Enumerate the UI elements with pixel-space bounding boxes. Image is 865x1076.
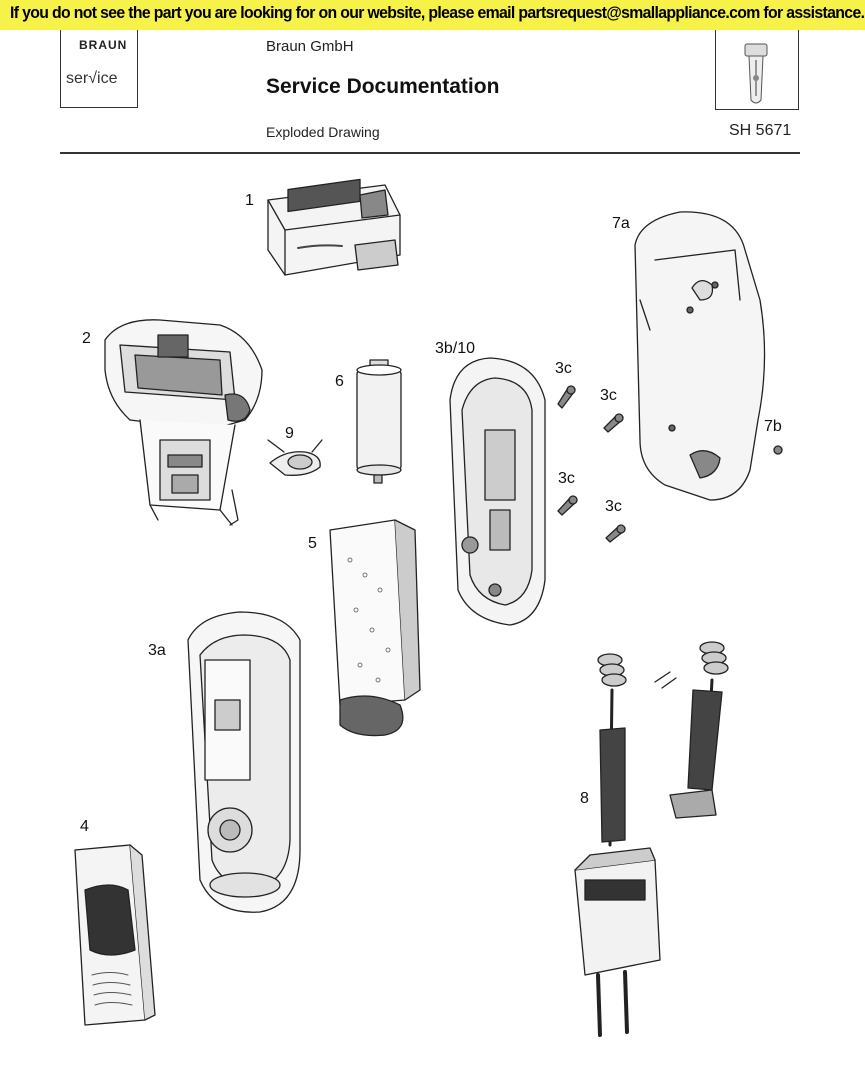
front-housing — [187, 611, 301, 913]
company-name: Braun GmbH — [266, 38, 354, 55]
product-thumbnail — [715, 30, 799, 110]
part-label-3c-a: 3c — [555, 360, 572, 377]
part-label-3a: 3a — [148, 642, 166, 659]
charger-cord — [574, 641, 729, 1037]
part-label-3c-d: 3c — [605, 498, 622, 515]
part-label-7a: 7a — [612, 215, 630, 232]
part-label-2: 2 — [82, 330, 91, 347]
logo-service-text: ser√ice — [66, 70, 118, 87]
parts-request-banner: If you do not see the part you are looki… — [0, 0, 865, 30]
circuit-board — [329, 519, 421, 737]
shaver-thumbnail-icon — [744, 43, 768, 104]
part-label-9: 9 — [285, 425, 294, 442]
part-label-7b: 7b — [764, 418, 782, 435]
document-title: Service Documentation — [266, 75, 500, 98]
part-label-6: 6 — [335, 373, 344, 390]
button-part-9 — [267, 439, 323, 476]
back-housing — [634, 211, 766, 501]
part-label-3c-c: 3c — [558, 470, 575, 487]
banner-text: If you do not see the part you are looki… — [10, 3, 865, 22]
part-label-5: 5 — [308, 535, 317, 552]
shaver-head-frame — [104, 319, 263, 526]
part-label-3c-b: 3c — [600, 387, 617, 404]
header-divider — [60, 152, 800, 154]
inner-housing — [449, 357, 546, 626]
part-label-4: 4 — [80, 818, 89, 835]
model-number: SH 5671 — [729, 122, 792, 139]
brush-cover — [74, 844, 156, 1026]
part-label-1: 1 — [245, 192, 254, 209]
part-label-3b10: 3b/10 — [435, 340, 476, 357]
shaver-head-cassette — [267, 178, 401, 276]
logo-brand-text: BRAUN — [79, 38, 128, 52]
part-label-8: 8 — [580, 790, 589, 807]
screws-3c — [557, 385, 626, 543]
document-subtitle: Exploded Drawing — [266, 124, 380, 140]
screw-7b — [773, 445, 783, 455]
braun-service-logo: BRAUN ser√ice — [60, 30, 138, 108]
battery-cell — [356, 359, 402, 484]
